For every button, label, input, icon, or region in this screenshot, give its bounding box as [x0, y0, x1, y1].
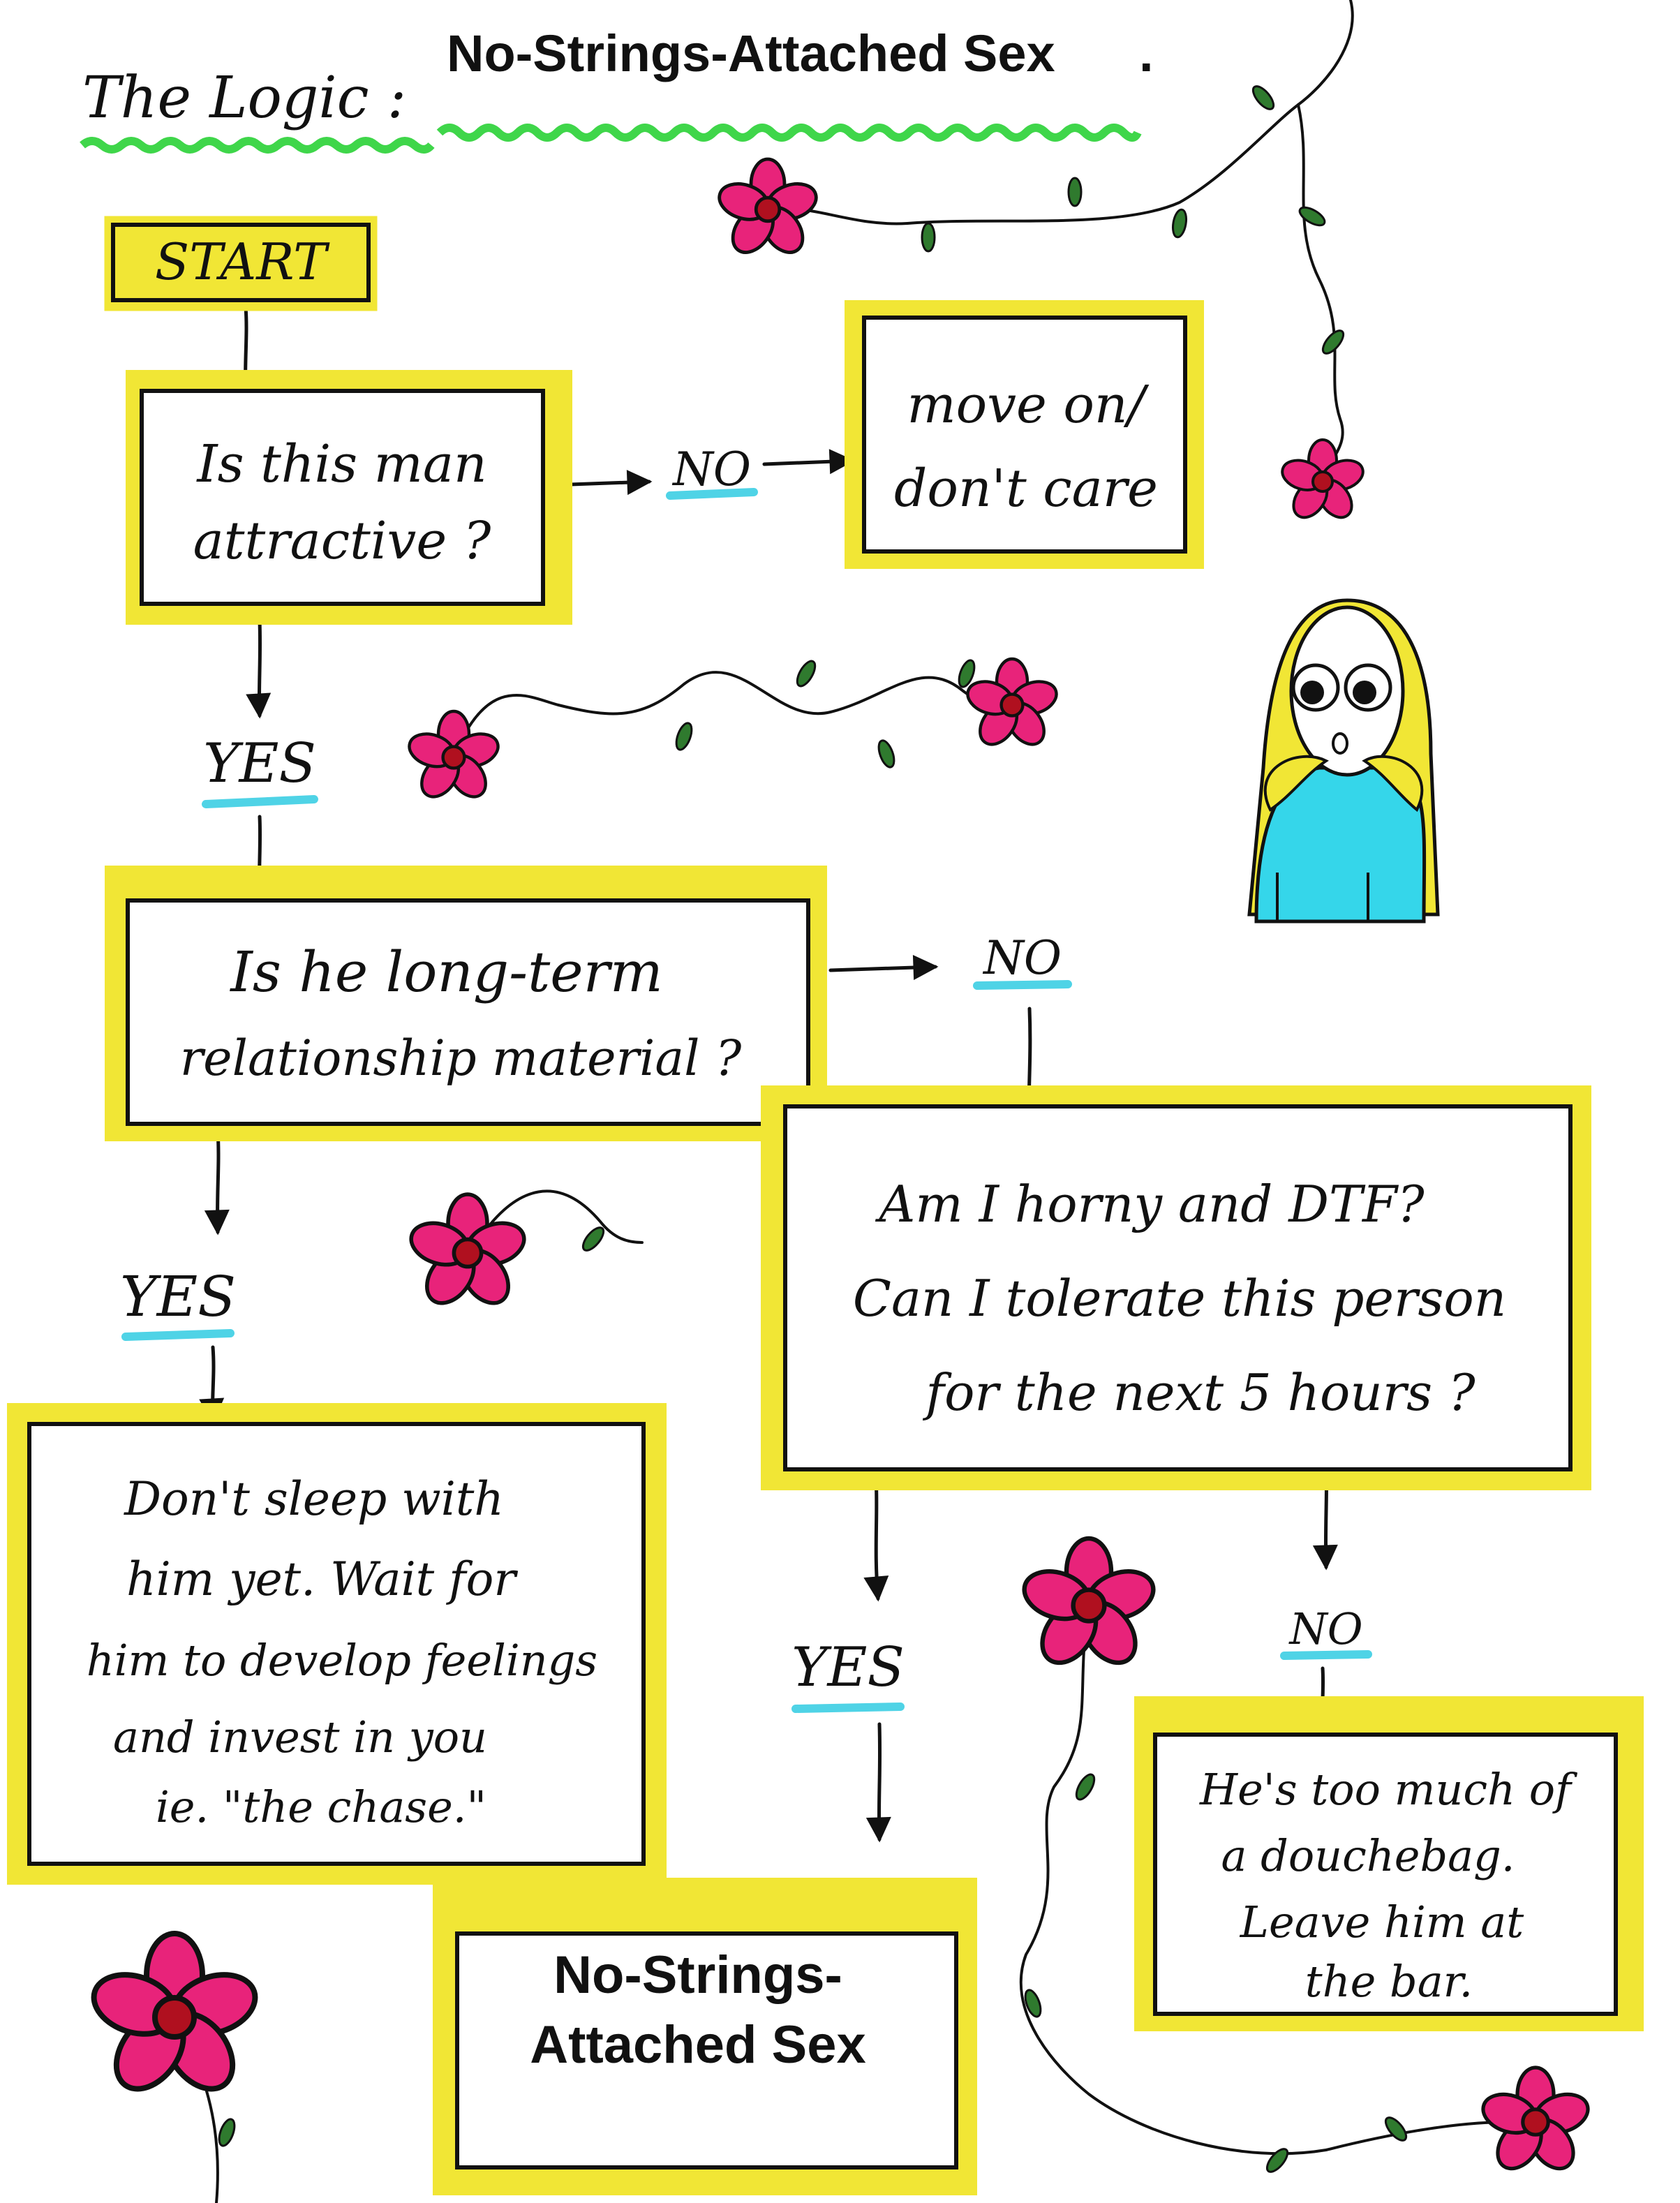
title-trailing-dot: .: [1139, 24, 1154, 82]
move-on-node: move on/ don't care: [845, 300, 1204, 569]
dont-sleep-line-2: him yet. Wait for: [126, 1552, 518, 1606]
dont-sleep-line-3: him to develop feelings: [87, 1635, 597, 1686]
question-horny-box: [783, 1104, 1573, 1471]
leaf: [1067, 177, 1083, 207]
leaf: [672, 720, 696, 753]
leaf: [1248, 82, 1279, 114]
flower: [1478, 2068, 1593, 2176]
edge-label-horny-yes-text: YES: [791, 1636, 905, 1699]
douchebag-box: [1153, 1733, 1618, 2016]
cartoon-woman-illustration: [1247, 598, 1440, 924]
flower: [1277, 438, 1369, 526]
move-on-box: [862, 316, 1187, 554]
douchebag-line-2: a douchebag.: [1221, 1830, 1515, 1881]
edge-label-long-term-yes: YES: [120, 1264, 236, 1341]
start-box: [111, 223, 371, 302]
arrow-no-to-moveon: [762, 449, 855, 475]
title-main: No-Strings-Attached Sex: [447, 24, 1055, 82]
question-long-term-node: Is he long-term relationship material ?: [105, 866, 827, 1141]
edge-label-horny-yes-underline: [791, 1703, 905, 1713]
douchebag-line-4: the bar.: [1305, 1956, 1473, 2007]
leaf: [1381, 2113, 1411, 2145]
dont-sleep-node: Don't sleep with him yet. Wait for him t…: [7, 1403, 667, 1885]
edge-label-long-term-no: NO: [973, 931, 1072, 990]
start-highlight: [104, 216, 378, 311]
edge-label-horny-yes: YES: [791, 1636, 905, 1713]
question-horny-line-1: Am I horny and DTF?: [875, 1175, 1425, 1233]
question-attractive-node: Is this man attractive ?: [126, 370, 572, 625]
edge-label-attractive-no: NO: [666, 443, 758, 500]
dont-sleep-box: [27, 1422, 646, 1866]
no-strings-line-2: Attached Sex: [530, 2015, 866, 2075]
move-on-line-2: don't care: [894, 459, 1158, 519]
leaf: [921, 222, 936, 253]
question-long-term-box: [126, 898, 810, 1126]
question-horny-line-2: Can I tolerate this person: [853, 1269, 1506, 1328]
title-prefix: The Logic :: [82, 65, 406, 131]
vine-top-right-down: [1297, 103, 1344, 483]
leaf: [215, 2116, 239, 2149]
flower: [405, 711, 502, 803]
vine-tall: [1019, 1604, 1509, 2156]
edge-label-attractive-yes: YES: [202, 732, 318, 808]
arrow-q3-to-yes: [863, 1474, 889, 1602]
douchebag-line-1: He's too much of: [1199, 1764, 1578, 1815]
question-horny-node: Am I horny and DTF? Can I tolerate this …: [761, 1085, 1591, 1490]
edge-label-horny-no-underline: [1280, 1650, 1372, 1660]
douchebag-line-3: Leave him at: [1240, 1897, 1524, 1948]
leaf: [1262, 2144, 1293, 2176]
arrow-q2-to-no: [828, 955, 939, 981]
question-long-term-line-1: Is he long-term: [229, 940, 663, 1004]
edge-label-horny-no-text: NO: [1288, 1603, 1362, 1654]
edge-label-attractive-yes-underline: [202, 795, 318, 808]
vine-top-right: [766, 0, 1354, 225]
question-horny-line-3: for the next 5 hours ?: [922, 1363, 1475, 1422]
dont-sleep-line-4: and invest in you: [113, 1712, 487, 1763]
title-main-underline: [436, 124, 1142, 142]
flower: [1018, 1538, 1159, 1672]
leaf: [578, 1223, 609, 1255]
edge-label-long-term-yes-text: YES: [120, 1264, 236, 1329]
question-attractive-line-1: Is this man: [195, 434, 486, 494]
edge-label-long-term-no-text: NO: [982, 931, 1062, 985]
decorations: [87, 0, 1593, 2203]
vine-middle: [452, 671, 1013, 759]
vine-small: [480, 1189, 644, 1244]
leaf: [1295, 202, 1329, 230]
edge-label-horny-no: NO: [1280, 1603, 1372, 1660]
title-prefix-underline: [80, 137, 435, 154]
no-strings-box: [455, 1931, 958, 2169]
flower: [715, 159, 821, 260]
flower: [963, 659, 1060, 751]
arrow-q1-to-yes: [246, 619, 272, 719]
title-group: The Logic : No-Strings-Attached Sex .: [80, 24, 1154, 154]
dont-sleep-line-1: Don't sleep with: [124, 1472, 504, 1526]
flower: [406, 1194, 529, 1312]
question-long-term-line-2: relationship material ?: [180, 1030, 742, 1087]
edge-label-long-term-yes-underline: [121, 1329, 235, 1341]
edge-label-attractive-no-underline: [666, 488, 758, 500]
question-attractive-line-2: attractive ?: [193, 511, 492, 571]
start-label: START: [155, 232, 330, 291]
no-strings-result-node: No-Strings- Attached Sex: [433, 1878, 977, 2195]
move-on-line-1: move on/: [907, 375, 1150, 435]
dont-sleep-line-5: ie. "the chase.": [156, 1781, 486, 1832]
douchebag-node: He's too much of a douchebag. Leave him …: [1134, 1696, 1644, 2031]
leaf: [1071, 1770, 1099, 1804]
flower: [87, 1934, 263, 2102]
edge-label-attractive-yes-text: YES: [203, 732, 316, 795]
no-strings-line-1: No-Strings-: [553, 1945, 842, 2005]
leaf: [1170, 207, 1189, 239]
leaf: [792, 657, 820, 690]
start-node: START: [104, 216, 378, 311]
leaf: [875, 737, 898, 771]
edge-label-long-term-no-underline: [973, 980, 1072, 990]
edge-label-attractive-no-text: NO: [671, 443, 751, 496]
question-attractive-box: [140, 389, 545, 606]
